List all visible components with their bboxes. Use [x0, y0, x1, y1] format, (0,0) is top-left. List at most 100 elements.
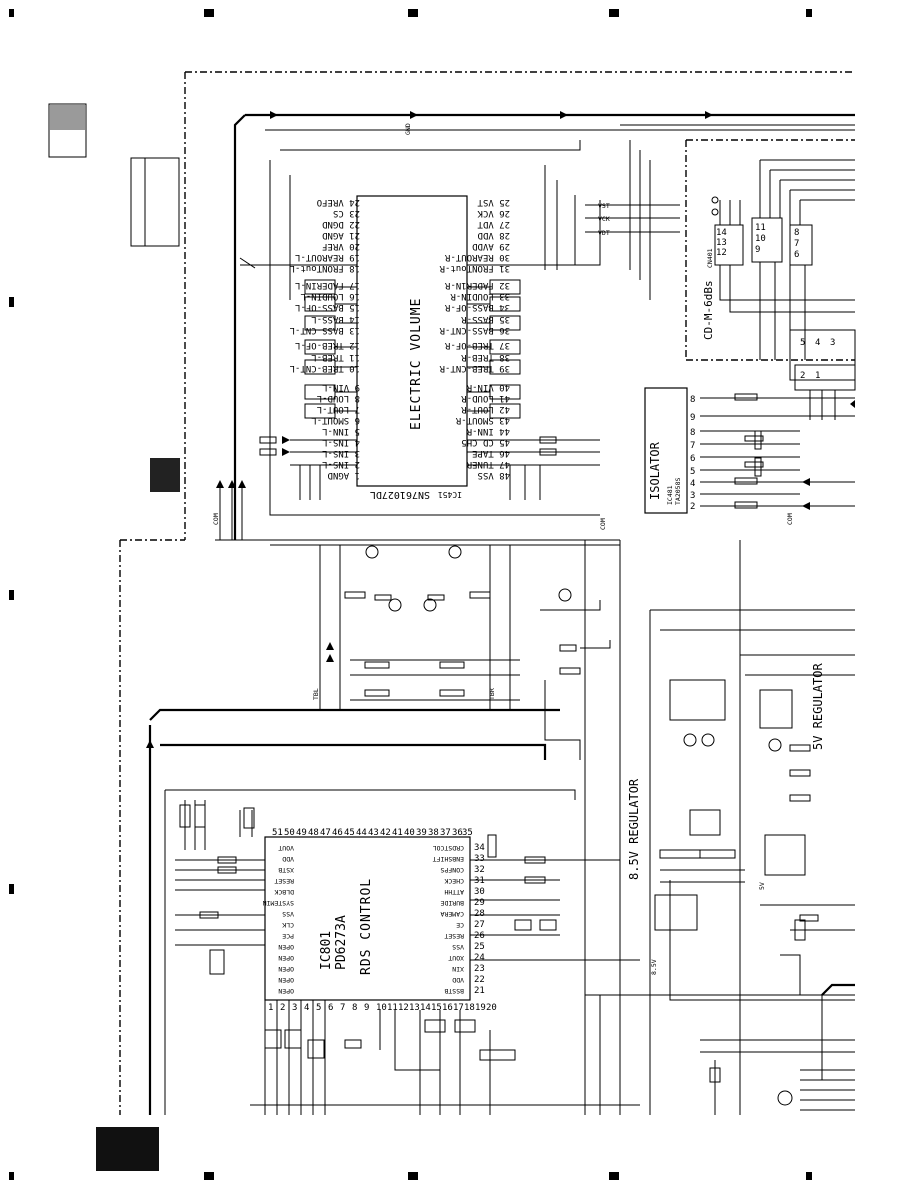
rds-pin: 18: [464, 1003, 475, 1013]
vol-pin: 46 TAPE: [472, 448, 510, 458]
vol-pin: 31 FRONTout-R: [439, 263, 510, 273]
iso-pin: 8: [690, 395, 695, 405]
bus-lines: [233, 111, 855, 540]
volume-ic-part: SN761027DL: [370, 489, 430, 500]
volume-ic: ELECTRIC VOLUME IC451 SN761027DL: [356, 195, 468, 500]
volume-ic-left-pins: 24 VREFO 23 CS 22 DGND 21 AGND 20 VREF 1…: [290, 197, 360, 480]
rds-pin: 11: [387, 1003, 398, 1013]
cn-pin: 4: [815, 338, 820, 348]
vol-pin: 24 VREFO: [317, 197, 360, 207]
isolator-part: TA2058S: [674, 478, 682, 505]
cn-pin: 2: [800, 371, 805, 381]
rds-sig: VSS: [452, 943, 464, 951]
rds-pin: 7: [340, 1003, 345, 1013]
rds-pin: 13: [409, 1003, 420, 1013]
rds-sig: OPEN: [278, 954, 294, 962]
rds-pin: 43: [368, 828, 379, 838]
vol-pin: 35 BASS-R: [461, 314, 510, 324]
rds-ic-right-labels: CRDSTCOL ENBSHIFT CONFPS CHECK ATTHH BUR…: [433, 844, 464, 995]
rds-ic-bottom-pins: 1 2 3 4 5 6 7 8 9 10 11 12 13 14 15 16 1…: [268, 1003, 497, 1013]
v85-label: 8.5V: [650, 959, 658, 975]
rds-pin: 17: [453, 1003, 464, 1013]
rds-sig: CLK: [282, 921, 294, 929]
rds-sig: CHECK: [444, 877, 464, 885]
vol-pin: 44 INN-R: [466, 426, 510, 436]
regulator-85: 8.5V REGULATOR 8.5V 5V: [585, 540, 855, 1115]
rds-pin: 47: [320, 828, 331, 838]
vol-pin: 42 LOUT-R: [461, 404, 510, 414]
rds-pin: 24: [474, 953, 485, 963]
iso-pin: 7: [690, 441, 695, 451]
rds-sig: ATTHH: [444, 888, 464, 896]
vol-pin: 1 AGND: [327, 470, 360, 480]
volume-ic-title: ELECTRIC VOLUME: [409, 298, 424, 430]
connector-cn401: CN401 CD-M-6dBs: [702, 159, 856, 420]
gnd-label: GND: [404, 123, 412, 135]
rds-pin: 20: [486, 1003, 497, 1013]
vol-pin: 25 VST: [477, 197, 510, 207]
rds-pin: 32: [474, 865, 485, 875]
cn-pin: 9: [755, 245, 760, 255]
rds-ic: IC801 PD6273A RDS CONTROL: [264, 836, 471, 1001]
vol-pin: 12 TREB-OF-L: [295, 340, 360, 350]
rds-sig: OPEN: [278, 943, 294, 951]
vol-pin: 39 TREB-CNT-R: [439, 363, 510, 373]
rds-sig: BURIDE: [440, 899, 464, 907]
volume-ic-ref: IC451: [438, 490, 462, 499]
rds-sig: VDD: [282, 855, 294, 863]
rds-pin: 34: [474, 843, 485, 853]
rds-pin: 23: [474, 964, 485, 974]
bottom-right-components: [700, 919, 855, 1115]
rds-ic-top-pins: 51 50 49 48 47 46 45 44 43 42 41 40 39 3…: [272, 828, 473, 838]
mute-section: COM COM TBL TBR: [212, 513, 620, 760]
vol-pin: 48 VSS: [477, 470, 510, 480]
vol-pin: 38 TREB-R: [461, 352, 510, 362]
rds-pin: 33: [474, 854, 485, 864]
rds-pin: 29: [474, 898, 485, 908]
vol-pin: 15 BASS-OF-L: [295, 302, 360, 312]
volume-ic-right-pins: 25 VST 26 VCK 27 VDT 28 VDD 29 AVDD 30 R…: [439, 197, 510, 480]
rds-pin: 9: [364, 1003, 369, 1013]
vol-pin: 30 REAROUT-R: [444, 252, 510, 262]
vol-pin: 41 LOUD-R: [461, 393, 510, 403]
signal-labels: VST VCK VDT GND: [404, 123, 610, 237]
rds-pin: 48: [308, 828, 319, 838]
iso-pin: 5: [690, 467, 695, 477]
vol-pin: 21 AGND: [322, 230, 360, 240]
vol-pin: 10 TREB-CNT-L: [290, 363, 360, 373]
vol-pin: 6 SMOUT-L: [311, 415, 360, 425]
vol-pin: 17 FADERIN-L: [295, 280, 360, 290]
iso-pin: 8: [690, 428, 695, 438]
cn-pin: 14: [716, 228, 727, 238]
iso-pin: 6: [690, 454, 695, 464]
rds-ic-part: PD6273A: [334, 915, 349, 970]
rds-sig: XSTB: [278, 866, 294, 874]
reg85-title: 8.5V REGULATOR: [627, 778, 641, 880]
vol-pin: 22 DGND: [322, 219, 360, 229]
cn-pin: 6: [794, 250, 799, 260]
vol-pin: 8 LOUD-L: [317, 393, 360, 403]
vol-pin: 2 INS-L: [322, 459, 360, 469]
iso-pin: 4: [690, 479, 695, 489]
cn401-label: CD-M-6dBs: [702, 280, 715, 340]
rds-pin: 19: [475, 1003, 486, 1013]
vol-pin: 7 LOUT-L: [317, 404, 360, 414]
rds-pin: 39: [416, 828, 427, 838]
com-label: COM: [212, 513, 220, 525]
rds-pin: 51: [272, 828, 283, 838]
rds-pin: 42: [380, 828, 391, 838]
cn-pin: 7: [794, 239, 799, 249]
cn-pin: 10: [755, 234, 766, 244]
rds-ic-title: RDS CONTROL: [359, 878, 374, 975]
rds-sig: OPEN: [278, 987, 294, 995]
vol-pin: 27 VDT: [477, 219, 510, 229]
vol-pin: 29 AVDD: [472, 241, 510, 251]
rds-sig: VSS: [282, 910, 294, 918]
vol-pin: 23 CS: [333, 208, 360, 218]
rds-pin: 14: [420, 1003, 431, 1013]
registration-marks: [9, 9, 812, 1180]
vol-pin: 9 VIN-L: [322, 382, 360, 392]
rds-pin: 16: [442, 1003, 453, 1013]
com-label: COM: [599, 518, 607, 530]
